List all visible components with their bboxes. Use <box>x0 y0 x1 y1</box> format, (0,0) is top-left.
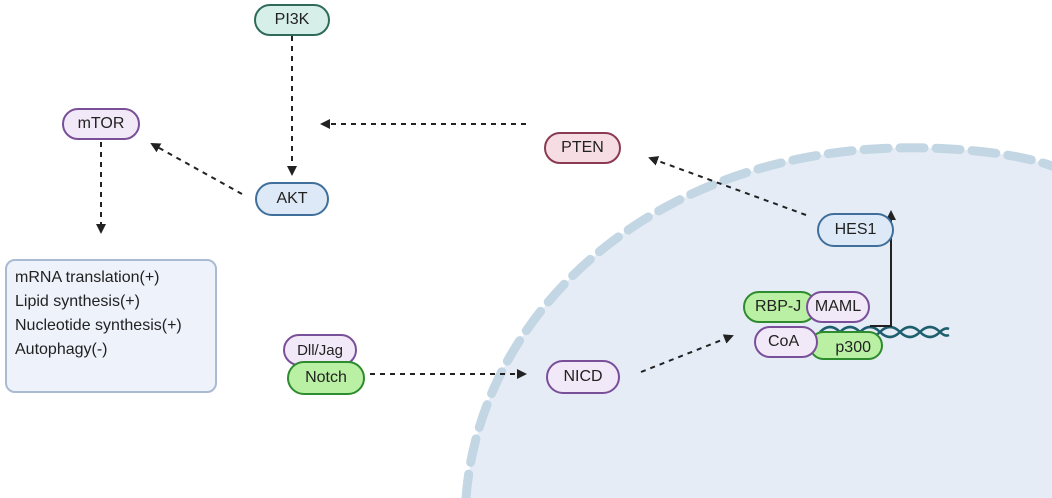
arrows <box>96 36 807 379</box>
notch-node: Notch <box>287 361 365 395</box>
pi3k-node: PI3K <box>254 4 330 36</box>
pi3k-label: PI3K <box>274 11 310 28</box>
p300-label: p300 <box>835 338 871 356</box>
mtor-label: mTOR <box>77 115 125 132</box>
dll-jag-label: Dll/Jag <box>297 341 343 359</box>
akt-label: AKT <box>276 190 308 207</box>
nicd-node: NICD <box>546 360 620 394</box>
pten-label: PTEN <box>561 139 604 156</box>
coa-node: CoA <box>754 326 818 358</box>
effect-lipid-synthesis: Lipid synthesis(+) <box>15 293 140 310</box>
mtor-effects-box: mRNA translation(+) Lipid synthesis(+) N… <box>5 259 217 393</box>
p300-node: p300 <box>809 331 883 360</box>
arrow-akt-to-mtor <box>150 143 243 195</box>
notch-label: Notch <box>305 369 347 386</box>
arrow-transcription-to-hes1 <box>870 210 896 327</box>
hes1-node: HES1 <box>817 213 894 247</box>
nicd-label: NICD <box>563 368 603 385</box>
hes1-label: HES1 <box>834 221 877 238</box>
effect-nucleotide-synthesis: Nucleotide synthesis(+) <box>15 317 182 334</box>
mtor-node: mTOR <box>62 108 140 140</box>
maml-node: MAML <box>806 291 870 323</box>
effect-autophagy: Autophagy(-) <box>15 341 108 358</box>
rbp-j-label: RBP-J <box>755 298 802 315</box>
maml-label: MAML <box>814 298 862 315</box>
arrow-hes1-to-pten <box>648 156 807 216</box>
akt-node: AKT <box>255 182 329 216</box>
arrow-nicd-to-complex <box>640 334 734 373</box>
effect-mrna-translation: mRNA translation(+) <box>15 269 160 286</box>
pten-node: PTEN <box>544 132 621 164</box>
coa-label: CoA <box>768 333 800 350</box>
